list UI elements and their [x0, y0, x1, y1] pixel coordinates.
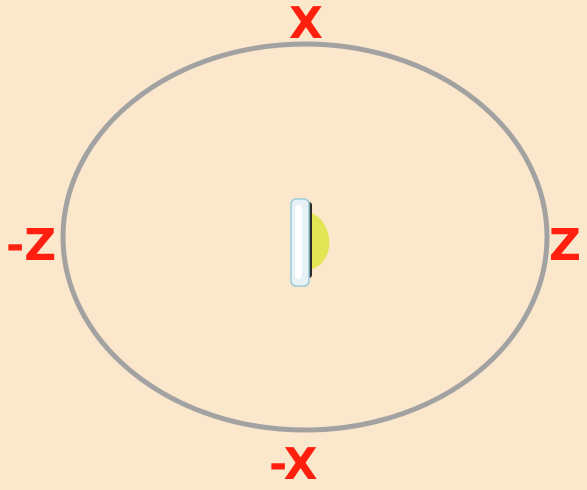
- axis-label-x: X: [289, 2, 323, 46]
- axis-label-neg-x: -X: [269, 443, 318, 487]
- axis-label-neg-z: -Z: [6, 224, 56, 268]
- axis-label-z: Z: [549, 224, 581, 268]
- object-stripe: [295, 205, 302, 279]
